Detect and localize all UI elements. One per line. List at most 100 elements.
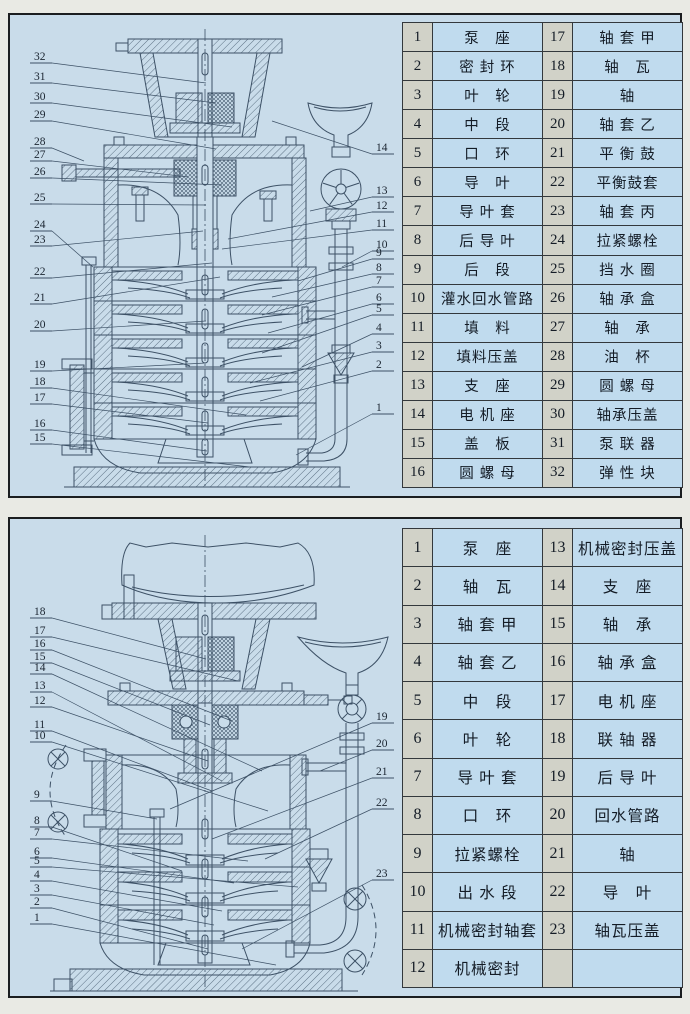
part-number-cell: 8	[402, 795, 433, 836]
part-number-cell: 21	[542, 833, 573, 874]
callout-number: 6	[34, 846, 40, 858]
part-number-cell: 23	[542, 910, 573, 950]
callout-number: 20	[34, 319, 46, 331]
part-number-cell: 16	[402, 457, 433, 489]
part-name-cell: 轴 套 甲	[572, 21, 683, 53]
part-number-cell: 20	[542, 795, 573, 836]
callout-number: 4	[376, 322, 382, 334]
callout-number: 29	[34, 109, 46, 121]
part-name-cell: 支 座	[572, 566, 683, 606]
callout-number: 3	[34, 883, 40, 895]
part-number-cell: 19	[542, 757, 573, 797]
part-name-cell: 后 导 叶	[432, 225, 543, 256]
part-number-cell: 5	[402, 138, 433, 169]
part-name-cell: 填料压盖	[432, 341, 543, 372]
callout-number: 12	[34, 695, 46, 707]
callout-number: 2	[376, 359, 382, 371]
part-number-cell: 27	[542, 312, 573, 343]
part-name-cell: 轴 承	[572, 604, 683, 644]
callout-number: 5	[376, 303, 382, 315]
part-name-cell: 中 段	[432, 109, 543, 140]
part-name-cell: 泵 联 器	[572, 428, 683, 459]
part-name-cell: 灌水回水管路	[432, 283, 543, 314]
part-name-cell: 填 料	[432, 312, 543, 343]
part-number-cell: 18	[542, 719, 573, 759]
part-name-cell: 后 段	[432, 254, 543, 285]
part-name-cell: 轴 承 盒	[572, 283, 683, 314]
callout-number: 7	[34, 827, 40, 839]
part-name-cell: 导 叶 套	[432, 196, 543, 227]
callout-number: 16	[34, 638, 46, 650]
part-name-cell: 叶 轮	[432, 80, 543, 111]
part-number-cell: 32	[542, 457, 573, 489]
part-name-cell: 机械密封压盖	[572, 527, 683, 568]
part-number-cell: 28	[542, 341, 573, 372]
part-name-cell: 轴承压盖	[572, 399, 683, 430]
callout-number: 9	[34, 789, 40, 801]
callout-number: 13	[34, 680, 46, 692]
callout-number: 21	[376, 766, 388, 778]
part-number-cell: 15	[542, 604, 573, 644]
part-name-cell: 出 水 段	[432, 872, 543, 912]
callout-number: 1	[376, 402, 382, 414]
callout-number: 17	[34, 392, 46, 404]
part-name-cell: 口 环	[432, 795, 543, 836]
part-number-cell: 3	[402, 80, 433, 111]
part-number-cell: 19	[542, 80, 573, 111]
callout-number: 13	[376, 185, 388, 197]
callout-number: 14	[34, 662, 46, 674]
part-number-cell: 4	[402, 642, 433, 683]
callout-number: 27	[34, 149, 46, 161]
callout-number: 3	[376, 340, 382, 352]
part-number-cell: 5	[402, 680, 433, 721]
part-number-cell: 1	[402, 21, 433, 53]
part-number-cell	[542, 948, 573, 989]
callout-number: 19	[376, 711, 388, 723]
part-number-cell: 13	[542, 527, 573, 568]
callout-number: 8	[34, 815, 40, 827]
pump-drawing-top-geometry	[61, 29, 373, 488]
part-number-cell: 22	[542, 167, 573, 198]
part-number-cell: 25	[542, 254, 573, 285]
part-name-cell: 联 轴 器	[572, 719, 683, 759]
callout-number: 8	[376, 262, 382, 274]
part-number-cell: 3	[402, 604, 433, 644]
callout-number: 23	[34, 234, 46, 246]
part-name-cell	[572, 948, 683, 989]
callout-number: 28	[34, 136, 46, 148]
part-name-cell: 中 段	[432, 680, 543, 721]
part-name-cell: 导 叶	[572, 872, 683, 912]
callout-number: 17	[34, 625, 46, 637]
callout-number: 22	[34, 266, 46, 278]
part-name-cell: 圆 螺 母	[572, 370, 683, 401]
part-name-cell: 弹 性 块	[572, 457, 683, 489]
callout-number: 11	[34, 719, 45, 731]
part-name-cell: 泵 座	[432, 21, 543, 53]
part-number-cell: 6	[402, 167, 433, 198]
callout-number: 12	[376, 200, 388, 212]
callout-numbers-top: 3231302928272625242322212019181716151413…	[30, 51, 394, 468]
part-number-cell: 12	[402, 948, 433, 989]
callout-number: 16	[34, 418, 46, 430]
part-name-cell: 盖 板	[432, 428, 543, 459]
part-name-cell: 轴 套 乙	[432, 642, 543, 683]
callout-number: 32	[34, 51, 46, 63]
part-number-cell: 14	[402, 399, 433, 430]
callout-number: 6	[376, 292, 382, 304]
callout-number: 26	[34, 166, 46, 178]
part-number-cell: 9	[402, 833, 433, 874]
part-name-cell: 拉紧螺栓	[572, 225, 683, 256]
